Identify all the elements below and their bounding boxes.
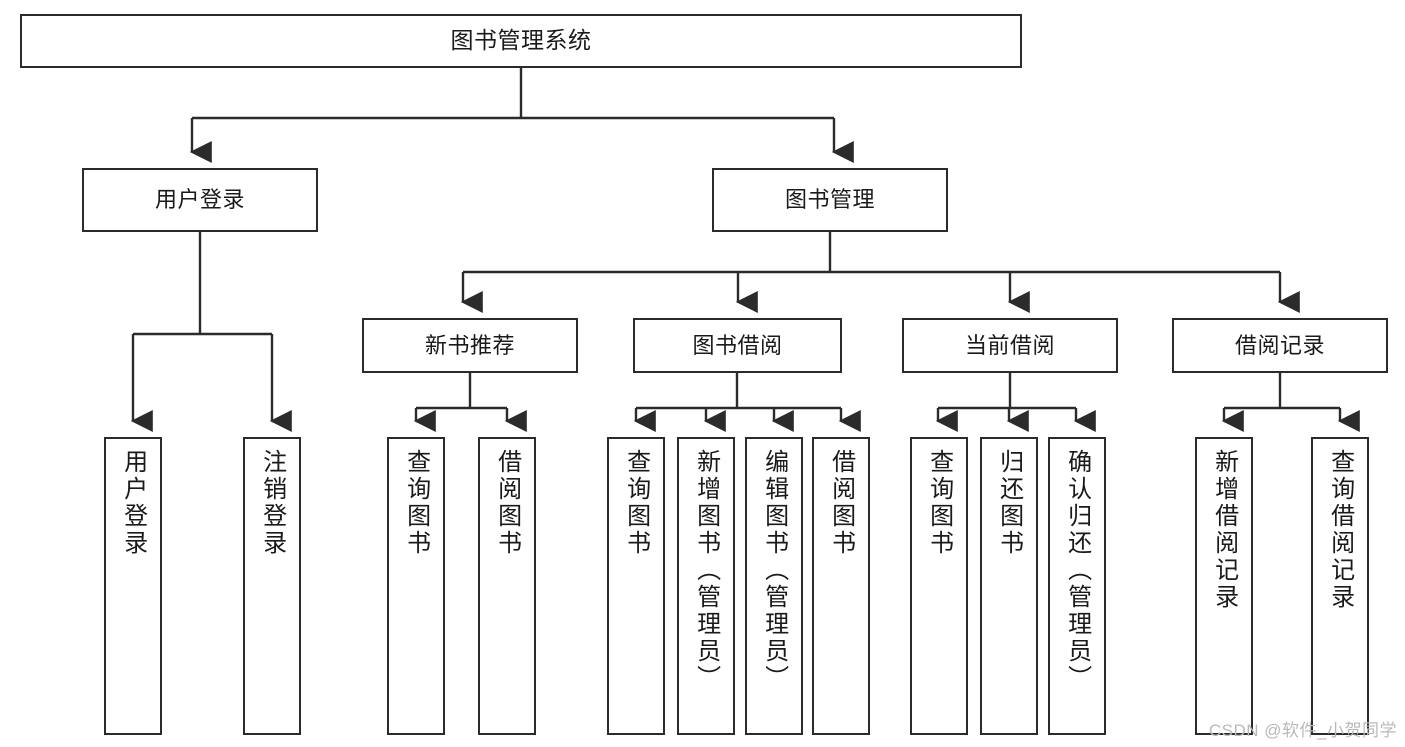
node-leaf-add-borrow-record[interactable]: 新增借阅记录 [1195, 437, 1253, 735]
node-label: 图书借阅 [692, 332, 783, 358]
node-book-borrow[interactable]: 图书借阅 [633, 318, 842, 373]
node-label: 新书推荐 [424, 332, 515, 358]
node-leaf-query-book-borrow[interactable]: 查询图书 [607, 437, 665, 735]
node-label: 查询图书 [622, 449, 650, 557]
node-leaf-query-borrow-record[interactable]: 查询借阅记录 [1311, 437, 1369, 735]
node-label: 用户登录 [119, 449, 147, 557]
node-label: 新增借阅记录 [1210, 449, 1238, 611]
node-label: 新增图书（管理员） [692, 449, 720, 692]
node-label: 确认归还（管理员） [1063, 449, 1091, 692]
node-label: 借阅记录 [1234, 332, 1325, 358]
node-label: 查询图书 [402, 449, 430, 557]
node-leaf-confirm-return-admin[interactable]: 确认归还（管理员） [1048, 437, 1106, 735]
node-leaf-query-book-recommend[interactable]: 查询图书 [387, 437, 445, 735]
node-current-borrow[interactable]: 当前借阅 [902, 318, 1118, 373]
node-label: 借阅图书 [827, 449, 855, 557]
node-label: 图书管理 [784, 187, 875, 213]
node-label: 编辑图书（管理员） [760, 449, 788, 692]
node-label: 图书管理系统 [450, 27, 592, 54]
node-leaf-edit-book-admin[interactable]: 编辑图书（管理员） [745, 437, 803, 735]
node-leaf-user-login[interactable]: 用户登录 [104, 437, 162, 735]
node-leaf-add-book-admin[interactable]: 新增图书（管理员） [677, 437, 735, 735]
node-label: 查询借阅记录 [1326, 449, 1354, 611]
node-label: 查询图书 [925, 449, 953, 557]
node-borrow-record[interactable]: 借阅记录 [1172, 318, 1388, 373]
node-label: 归还图书 [995, 449, 1023, 557]
node-label: 借阅图书 [493, 449, 521, 557]
node-label: 注销登录 [258, 449, 286, 557]
node-leaf-logout[interactable]: 注销登录 [243, 437, 301, 735]
node-new-book-recommend[interactable]: 新书推荐 [362, 318, 578, 373]
node-label: 用户登录 [154, 187, 245, 213]
watermark-text: CSDN @软件_小贺同学 [1208, 721, 1397, 740]
node-leaf-borrow-book-recommend[interactable]: 借阅图书 [478, 437, 536, 735]
node-leaf-query-book-current[interactable]: 查询图书 [910, 437, 968, 735]
node-user-login[interactable]: 用户登录 [82, 168, 318, 232]
node-book-manage[interactable]: 图书管理 [712, 168, 948, 232]
node-leaf-return-book[interactable]: 归还图书 [980, 437, 1038, 735]
node-leaf-borrow-book[interactable]: 借阅图书 [812, 437, 870, 735]
node-root-book-management-system[interactable]: 图书管理系统 [20, 14, 1022, 68]
node-label: 当前借阅 [964, 332, 1055, 358]
